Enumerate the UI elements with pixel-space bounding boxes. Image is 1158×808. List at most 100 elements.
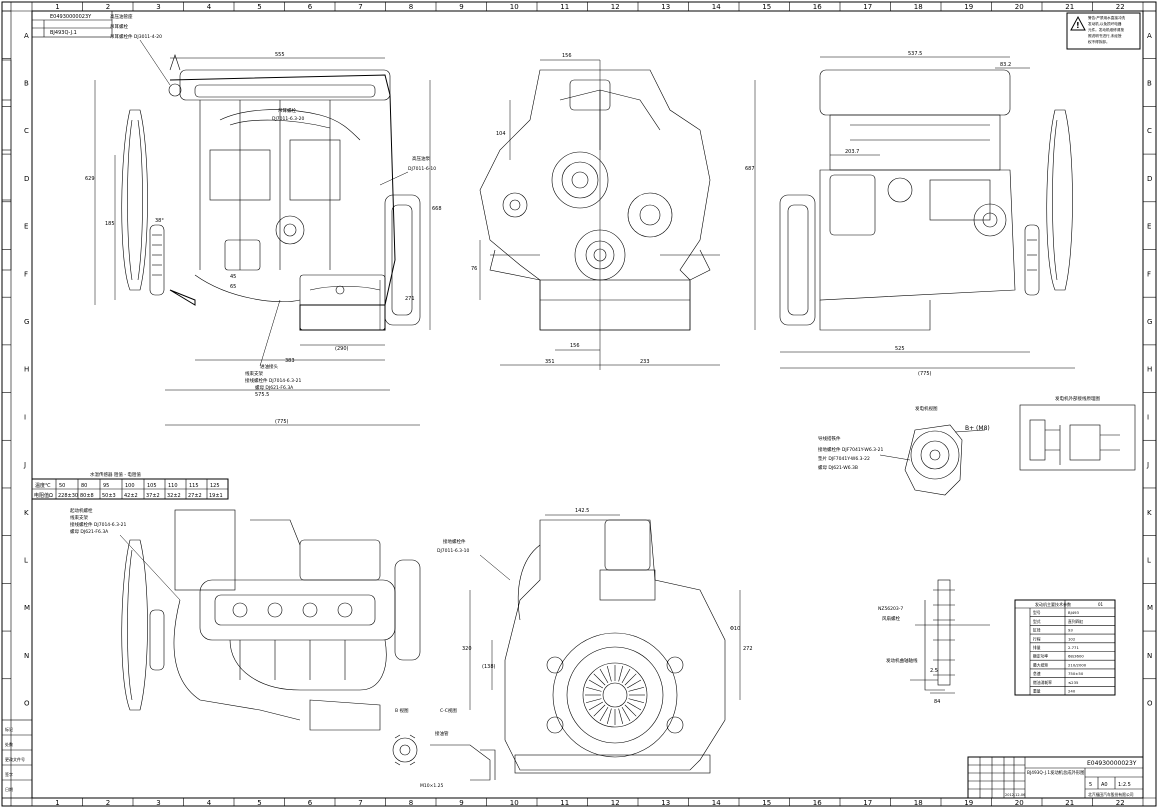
table-cell: 50±3 (102, 493, 116, 499)
column-label: 17 (863, 799, 872, 807)
table-cell: 32±2 (167, 493, 181, 499)
param-key: 怠速 (1033, 671, 1041, 676)
dim-height-b: 185 (105, 221, 115, 227)
wiring-schematic (1019, 404, 1136, 471)
column-label: 4 (207, 3, 212, 11)
column-label: 18 (914, 3, 923, 11)
callout-line: 吊耳螺栓件 DJ3011-4-20 (110, 33, 162, 40)
fan-blade-bottom (121, 539, 148, 711)
param-table-code: 01 (1098, 602, 1104, 607)
row-label: L (24, 557, 28, 565)
callout-line: 高压油管座 (110, 13, 133, 20)
param-value: BJ493 (1068, 610, 1080, 615)
rear-view (469, 514, 741, 774)
param-key: 行程 (1033, 636, 1041, 641)
table-cell: 37±2 (146, 493, 160, 499)
column-label: 20 (1015, 3, 1024, 11)
row-label: M (24, 604, 30, 612)
left-side-view (94, 54, 431, 426)
column-label: 16 (813, 799, 822, 807)
table-cell: 电阻值Ω (34, 492, 53, 499)
front-view (479, 59, 720, 370)
column-label: 9 (459, 3, 463, 11)
column-label: 8 (409, 3, 413, 11)
label-mid: 风扇螺栓 (882, 615, 900, 622)
column-label: 7 (358, 3, 362, 11)
callout-line: 线束支架 (245, 370, 263, 377)
param-value: 2.771 (1068, 645, 1079, 650)
table-header: 50 (59, 483, 65, 489)
row-label: N (24, 652, 29, 660)
callout-line: 进油接头 (260, 363, 278, 370)
table-cell: 19±1 (209, 493, 223, 499)
dim-h3: 272 (743, 646, 753, 652)
param-key: 缸径 (1033, 628, 1041, 633)
column-label: 20 (1015, 799, 1024, 807)
param-key: 排量 (1033, 645, 1041, 650)
strip-label: 处数 (5, 741, 13, 747)
column-label: 5 (257, 799, 261, 807)
column-label: 14 (712, 3, 721, 11)
param-value: 210/2000 (1068, 662, 1087, 667)
detail-label: 接油管 (435, 730, 449, 737)
column-label: 15 (762, 799, 771, 807)
dim-height-a: 629 (85, 176, 95, 182)
small-detail-text: B 视图 C-C视图 接油管 M10×1.25 (395, 707, 457, 789)
callout-line: 垫片 DJF7041Y-W6.3-22 (818, 455, 870, 462)
dim-d2: 84 (934, 699, 940, 705)
param-key: 燃油消耗率 (1033, 680, 1052, 685)
row-label: K (24, 509, 29, 517)
column-label: 16 (813, 3, 822, 11)
param-value: 102 (1068, 636, 1076, 641)
warning-line: 元件。发动机维修请按 (1088, 27, 1124, 32)
detail-title: B 视图 (395, 707, 409, 714)
warning-line: 发动机,以免损坏电器 (1088, 21, 1122, 26)
company-name: 北汽福田汽车股份有限公司 (1088, 792, 1134, 797)
callout-line: 高压油泵 (412, 155, 430, 162)
schematic-title: 发电机外部接线原理图 (1055, 395, 1100, 402)
dim-overall: (775) (918, 371, 931, 377)
dim-top-right: 83.2 (1000, 62, 1011, 68)
param-key: 型式 (1033, 619, 1041, 624)
callout-line: DJ7011-6-10 (408, 166, 436, 172)
table-cell: 27±2 (188, 493, 202, 499)
param-value: 240 (1068, 689, 1076, 694)
drawing-number: E04930000023Y (1087, 760, 1137, 767)
column-label: 6 (308, 799, 313, 807)
param-value: 68/3600 (1068, 654, 1084, 659)
fan-blade-left (121, 109, 148, 291)
row-label: E (24, 223, 28, 231)
rear-view-text: 142.5 320 (138) 272 Φ10 接地螺栓件 DJ7011-6.3… (437, 508, 753, 670)
row-label: I (1147, 413, 1149, 421)
column-label: 1 (55, 3, 59, 11)
param-value: 93 (1068, 628, 1073, 633)
column-label: 10 (510, 3, 519, 11)
dim-h2: (138) (482, 664, 495, 670)
column-label: 17 (863, 3, 872, 11)
fan-side-detail (910, 579, 990, 694)
row-label: A (24, 32, 29, 40)
stamp-code: E04930000023Y (50, 14, 92, 20)
dim-bottom: 525 (895, 346, 905, 352)
row-label: J (23, 461, 26, 469)
right-view-dimensions (754, 56, 1075, 369)
param-table-title: 发动机主要技术参数 (1035, 601, 1071, 607)
callout-line: 起动机螺栓 (70, 507, 93, 514)
column-label: 4 (207, 799, 212, 807)
column-label: 22 (1116, 799, 1125, 807)
warning-icon: ! (1076, 21, 1080, 30)
table-cell: 80±8 (80, 493, 94, 499)
callout-line: 导线搭铁件 (818, 435, 841, 442)
dim-d4: (290) (335, 346, 348, 352)
row-label: D (1147, 175, 1152, 183)
row-label: N (1147, 652, 1152, 660)
stamp-name: BJ493Q-J.1 (50, 30, 77, 36)
column-label: 21 (1065, 3, 1074, 11)
dim-left-h: 104 (496, 131, 506, 137)
row-label: B (1147, 80, 1152, 88)
strip-label: 标记 (5, 726, 13, 732)
dim-angle: 38° (155, 218, 164, 224)
rear-view-dimensions (469, 514, 741, 710)
warning-line: 警告:严禁用水直接冲洗 (1088, 15, 1126, 20)
row-label: K (1147, 509, 1152, 517)
